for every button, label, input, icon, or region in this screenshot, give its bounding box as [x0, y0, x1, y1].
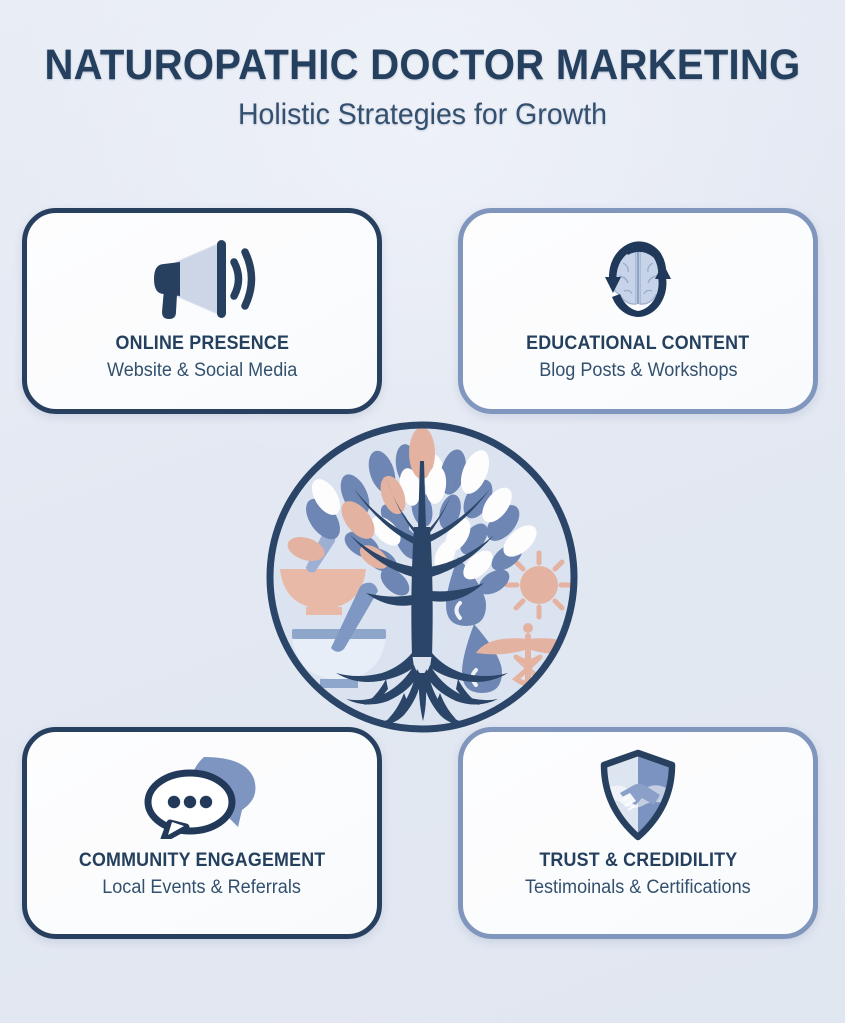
speech-bubbles-icon — [142, 748, 262, 844]
card-title: ONLINE PRESENCE — [115, 333, 289, 354]
mortar-and-pestle-blue — [292, 582, 386, 688]
brain-cycle-icon — [590, 231, 686, 327]
leaves — [287, 427, 537, 596]
card-title: EDUCATIONAL CONTENT — [526, 333, 750, 354]
card-subtitle: Blog Posts & Workshops — [538, 360, 738, 381]
card-community-engagement[interactable]: COMMUNITY ENGAGEMENT Local Events & Refe… — [22, 727, 382, 939]
card-educational-content[interactable]: EDUCATIONAL CONTENT Blog Posts & Worksho… — [458, 208, 818, 414]
card-online-presence[interactable]: ONLINE PRESENCE Website & Social Media — [22, 208, 382, 414]
megaphone-icon — [146, 231, 258, 327]
shield-handshake-icon — [596, 748, 680, 844]
poster-header: NATUROPATHIC DOCTOR MARKETING Holistic S… — [0, 41, 845, 132]
card-title: TRUST & CREDIDILITY — [538, 850, 738, 871]
page-title: NATUROPATHIC DOCTOR MARKETING — [44, 41, 801, 89]
page-subtitle: Holistic Strategies for Growth — [237, 98, 608, 132]
card-subtitle: Local Events & Referrals — [102, 877, 302, 898]
card-subtitle: Testimoinals & Certifications — [525, 877, 751, 898]
tree-structure — [336, 461, 508, 724]
sun-icon — [504, 550, 574, 620]
card-title: COMMUNITY ENGAGEMENT — [78, 850, 326, 871]
card-subtitle: Website & Social Media — [106, 360, 298, 381]
tree-of-life-emblem — [262, 417, 582, 737]
card-trust-credibility[interactable]: TRUST & CREDIDILITY Testimoinals & Certi… — [458, 727, 818, 939]
